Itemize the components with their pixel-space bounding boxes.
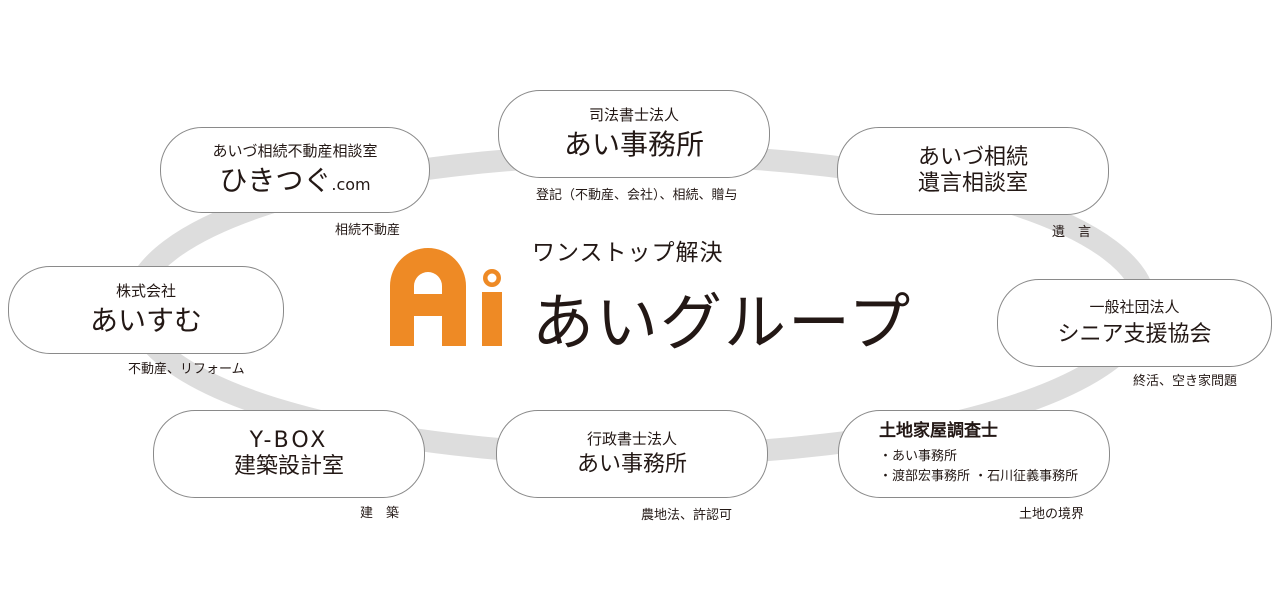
caption-aizu-yuigon: 遺 言 xyxy=(1052,225,1092,240)
node-ybox[interactable]: Y-BOX 建築設計室 xyxy=(153,410,425,498)
caption-ai-jimusho-shiho: 登記（不動産、会社）、相続、贈与 xyxy=(536,188,738,203)
node-subtitle: 行政書士法人 xyxy=(586,429,677,448)
node-item: ・渡部宏事務所 ・石川征義事務所 xyxy=(879,468,1079,484)
node-line2: 建築設計室 xyxy=(233,454,344,479)
node-line2: 遺言相談室 xyxy=(917,171,1028,196)
node-aisumu[interactable]: 株式会社 あいすむ xyxy=(8,266,284,354)
node-ai-jimusho-gyosei[interactable]: 行政書士法人 あい事務所 xyxy=(496,410,768,498)
node-name: あい事務所 xyxy=(576,451,687,477)
node-subtitle: 司法書士法人 xyxy=(588,106,679,125)
slogan: ワンストップ解決 xyxy=(532,240,724,266)
node-name: シニア支援協会 xyxy=(1057,321,1212,347)
node-item: ・あい事務所 xyxy=(879,449,958,465)
caption-senior: 終活、空き家問題 xyxy=(1133,374,1238,389)
caption-aisumu: 不動産、リフォーム xyxy=(128,362,245,377)
ai-logo xyxy=(390,248,502,346)
group-name: あいグループ xyxy=(532,286,913,359)
node-name: ひきつぐ xyxy=(219,164,332,198)
node-hikitsugu[interactable]: あいづ相続不動産相談室 ひきつぐ.com xyxy=(160,127,430,213)
node-aizu-yuigon[interactable]: あいづ相続 遺言相談室 xyxy=(837,127,1109,215)
caption-tochi-kaoku: 土地の境界 xyxy=(1019,507,1085,522)
node-name: あいすむ xyxy=(89,304,202,338)
node-tochi-kaoku[interactable]: 土地家屋調査士 ・あい事務所 ・渡部宏事務所 ・石川征義事務所 xyxy=(838,410,1110,498)
node-title: 土地家屋調査士 xyxy=(879,421,998,441)
node-line1: あいづ相続 xyxy=(917,144,1028,170)
node-subtitle: 一般社団法人 xyxy=(1089,297,1180,316)
node-subtitle: 株式会社 xyxy=(115,282,176,301)
caption-ai-jimusho-gyosei: 農地法、許認可 xyxy=(641,508,733,523)
node-subtitle: あいづ相続不動産相談室 xyxy=(212,142,378,161)
caption-hikitsugu: 相続不動産 xyxy=(335,223,401,238)
node-name: あい事務所 xyxy=(563,128,704,162)
node-line1: Y-BOX xyxy=(249,427,329,453)
node-ai-jimusho-shiho[interactable]: 司法書士法人 あい事務所 xyxy=(498,90,770,178)
node-suffix: .com xyxy=(331,175,371,195)
caption-ybox: 建 築 xyxy=(360,506,400,521)
node-senior[interactable]: 一般社団法人 シニア支援協会 xyxy=(997,279,1272,367)
